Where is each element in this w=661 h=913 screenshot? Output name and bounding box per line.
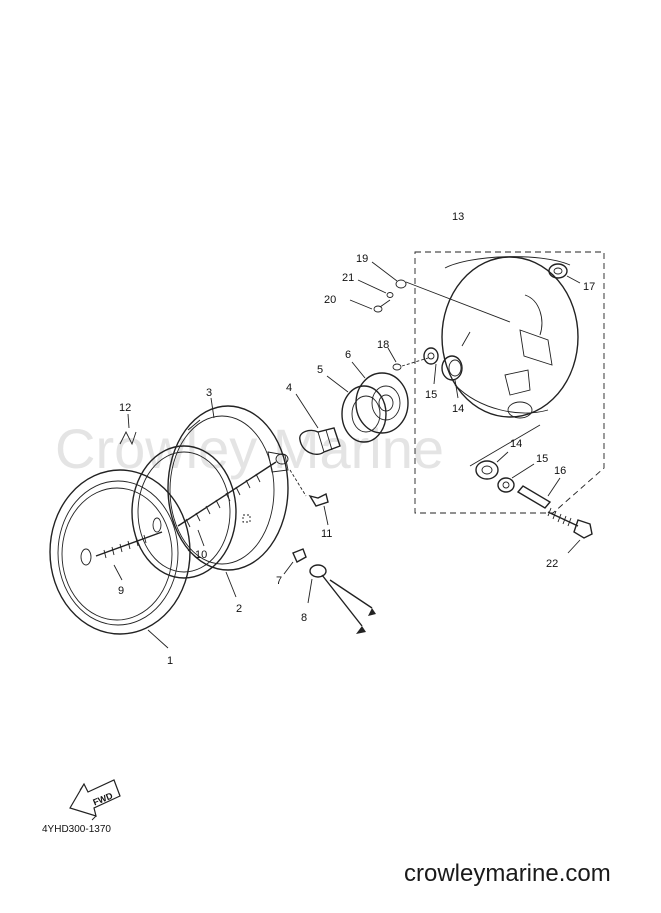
callout-14-lower: 14 [510,438,522,450]
headlight-bezel-1 [49,469,191,635]
damper-14-upper [441,355,463,381]
bulb-4 [299,427,341,456]
callout-11: 11 [321,528,332,540]
callout-14-upper: 14 [452,403,464,415]
bolt-22 [547,507,593,539]
screw-18 [392,363,402,371]
fwd-arrow-icon: FWD [69,779,121,821]
screw-20 [373,299,391,313]
housing-group-box [414,251,605,514]
rim-2 [131,445,237,579]
callout-22: 22 [546,558,558,570]
cord-8 [309,564,376,634]
headlight-unit-3 [167,405,289,571]
callout-16: 16 [554,465,566,477]
callout-4: 4 [286,382,292,394]
washer-21 [386,292,394,298]
callout-6: 6 [345,349,351,361]
callout-17: 17 [583,281,595,293]
callout-8: 8 [301,612,307,624]
adjusting-screw-9 [95,531,163,559]
damper-14-lower [475,460,499,480]
callout-21: 21 [342,272,354,284]
bracket-11 [289,469,329,507]
callout-15-lower: 15 [536,453,548,465]
callout-9: 9 [118,585,124,597]
callout-19: 19 [356,253,368,265]
callout-7: 7 [276,575,282,587]
collar-15-upper [423,347,439,365]
callout-5: 5 [317,364,323,376]
grommet-17 [548,263,568,279]
headlight-housing [441,256,579,419]
clip-12 [119,430,137,446]
callout-1: 1 [167,655,173,667]
callout-2: 2 [236,603,242,615]
bulb-7 [292,548,307,563]
callout-12: 12 [119,402,131,414]
callout-15-upper: 15 [425,389,437,401]
washer-19 [395,279,407,289]
diagram-code: 4YHD300-1370 [42,824,111,835]
spring-10 [177,453,289,528]
site-credit: crowleymarine.com [404,860,611,887]
socket-ring-5 [341,385,387,443]
collar-15-lower [497,477,515,493]
callout-13: 13 [452,211,464,223]
callout-10: 10 [195,549,207,561]
callout-20: 20 [324,294,336,306]
callout-3: 3 [206,387,212,399]
callout-18: 18 [377,339,389,351]
spacer-16 [516,485,552,509]
